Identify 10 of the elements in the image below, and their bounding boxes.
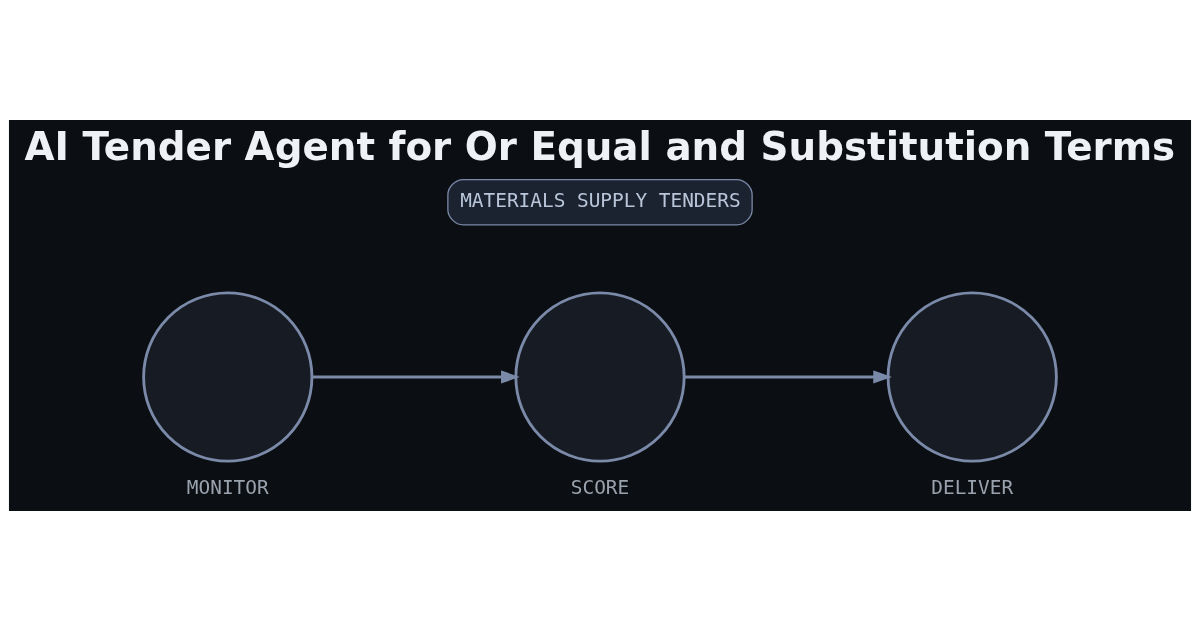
node-label: MONITOR [186,475,269,499]
arrow [684,369,892,384]
node-label: DELIVER [931,475,1014,499]
node-circle [886,290,1058,463]
arrow [312,369,520,384]
node-label: SCORE [570,475,630,499]
label: MATERIALS SUPPLY TENDERS [460,188,741,212]
node-circle [514,290,686,463]
diagram-title: AI Tender Agent for Or Equal and Substitution Terms [24,123,1176,169]
node-circle [142,290,314,463]
